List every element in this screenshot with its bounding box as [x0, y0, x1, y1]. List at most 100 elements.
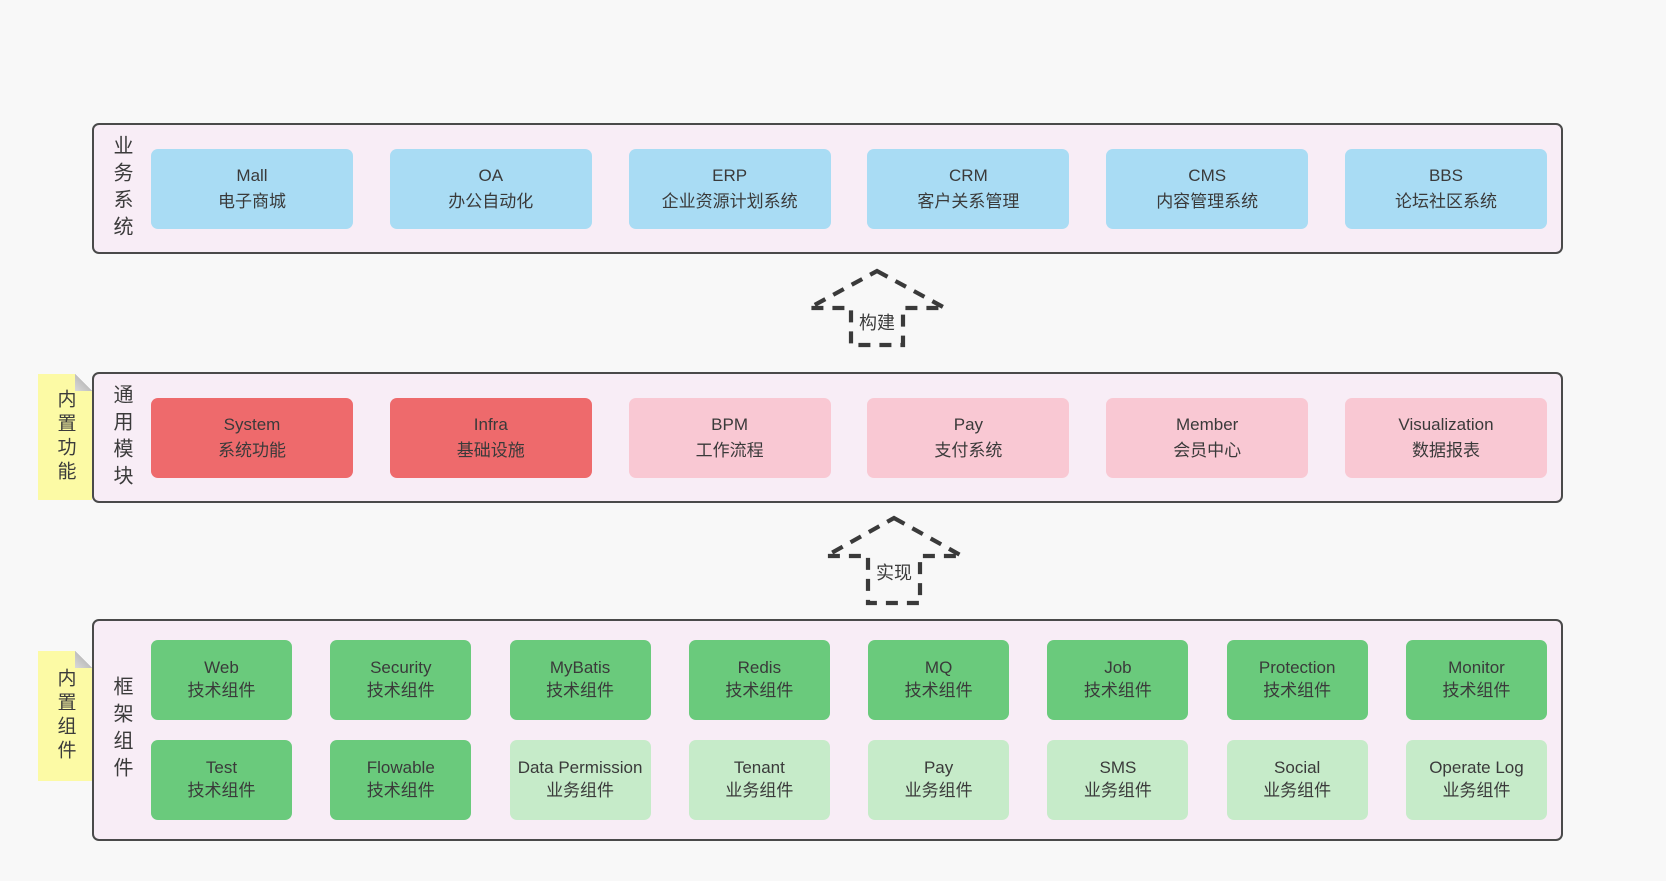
- layer-label: 业务系统: [110, 134, 132, 243]
- box-title: Pay: [923, 757, 954, 777]
- up-arrow-icon: [807, 268, 947, 348]
- box-title: Job: [1104, 658, 1132, 678]
- box-subtitle: 技术组件: [725, 681, 794, 701]
- box-title: MQ: [924, 658, 953, 678]
- box-subtitle: 业务组件: [1263, 780, 1332, 800]
- box-subtitle: 业务组件: [1442, 780, 1511, 800]
- box-title: Social: [1274, 757, 1321, 777]
- layer-common-modules: 通用模块 System 系统功能 Infra 基础设施 BPM 工作流程 Pay…: [92, 372, 1563, 503]
- box-subtitle: 基础设施: [456, 440, 525, 460]
- box-title: Infra: [473, 415, 508, 434]
- box-title: Mall: [236, 166, 268, 185]
- box-infra: Infra 基础设施: [389, 397, 592, 478]
- box-mq: MQ 技术组件: [868, 640, 1010, 721]
- box-title: System: [223, 415, 281, 434]
- layer-label: 框架组件: [110, 676, 132, 784]
- box-subtitle: 企业资源计划系统: [661, 191, 798, 211]
- box-subtitle: 业务组件: [546, 780, 615, 800]
- box-bbs: BBS 论坛社区系统: [1344, 148, 1547, 229]
- box-pay-component: Pay 业务组件: [868, 739, 1010, 820]
- box-title: OA: [478, 166, 504, 185]
- box-flowable: Flowable 技术组件: [330, 739, 472, 820]
- box-title: Protection: [1258, 658, 1336, 678]
- box-protection: Protection 技术组件: [1226, 640, 1368, 721]
- framework-box-rows: Web 技术组件 Security 技术组件 MyBatis 技术组件 Redi…: [151, 621, 1547, 839]
- box-title: MyBatis: [549, 658, 611, 678]
- box-title: Security: [370, 658, 432, 678]
- sticky-note-builtin-features: 内置功能: [38, 374, 92, 500]
- box-member: Member 会员中心: [1106, 397, 1309, 478]
- sticky-note-builtin-components: 内置组件: [38, 651, 92, 781]
- box-subtitle: 业务组件: [1083, 780, 1152, 800]
- layer-framework-components: 框架组件 Web 技术组件 Security 技术组件 MyBatis 技术组件…: [92, 619, 1563, 841]
- box-title: Pay: [953, 415, 984, 434]
- arrow-build: 构建: [806, 268, 948, 348]
- framework-row-1: Web 技术组件 Security 技术组件 MyBatis 技术组件 Redi…: [151, 640, 1547, 721]
- box-subtitle: 技术组件: [904, 681, 973, 701]
- box-subtitle: 技术组件: [366, 780, 435, 800]
- box-subtitle: 技术组件: [187, 681, 256, 701]
- box-subtitle: 技术组件: [1263, 681, 1332, 701]
- box-bpm: BPM 工作流程: [628, 397, 831, 478]
- layer-label: 通用模块: [110, 383, 132, 492]
- box-subtitle: 电子商城: [218, 191, 286, 211]
- box-subtitle: 系统功能: [218, 440, 286, 460]
- box-title: Flowable: [366, 757, 435, 777]
- box-social: Social 业务组件: [1226, 739, 1368, 820]
- box-cms: CMS 内容管理系统: [1106, 148, 1309, 229]
- box-title: Operate Log: [1429, 757, 1524, 777]
- box-subtitle: 技术组件: [1442, 681, 1511, 701]
- box-operate-log: Operate Log 业务组件: [1405, 739, 1547, 820]
- box-title: CRM: [949, 166, 988, 185]
- box-subtitle: 会员中心: [1173, 440, 1242, 460]
- box-title: Data Permission: [517, 757, 643, 777]
- box-title: BPM: [711, 415, 749, 434]
- box-subtitle: 业务组件: [904, 780, 973, 800]
- box-subtitle: 支付系统: [934, 440, 1003, 460]
- business-box-row: Mall 电子商城 OA 办公自动化 ERP 企业资源计划系统 CRM 客户关系…: [151, 125, 1547, 252]
- box-subtitle: 技术组件: [366, 681, 435, 701]
- box-web: Web 技术组件: [151, 640, 292, 721]
- box-subtitle: 技术组件: [1083, 681, 1152, 701]
- box-pay-system: Pay 支付系统: [867, 397, 1070, 478]
- box-title: CMS: [1188, 166, 1227, 185]
- box-title: Visualization: [1398, 415, 1494, 434]
- arrow-label: 实现: [873, 559, 915, 585]
- sticky-fold-corner: [75, 374, 92, 391]
- box-redis: Redis 技术组件: [688, 640, 830, 721]
- box-monitor: Monitor 技术组件: [1405, 640, 1547, 721]
- layer-business-systems: 业务系统 Mall 电子商城 OA 办公自动化 ERP 企业资源计划系统 CRM…: [92, 123, 1563, 254]
- box-tenant: Tenant 业务组件: [688, 739, 830, 820]
- module-box-row: System 系统功能 Infra 基础设施 BPM 工作流程 Pay 支付系统…: [151, 374, 1547, 501]
- box-visualization: Visualization 数据报表: [1344, 397, 1547, 478]
- box-subtitle: 内容管理系统: [1156, 191, 1259, 211]
- box-system: System 系统功能: [151, 397, 353, 478]
- box-subtitle: 论坛社区系统: [1394, 191, 1497, 211]
- box-job: Job 技术组件: [1047, 640, 1189, 721]
- arrow-label: 构建: [856, 309, 898, 335]
- box-title: Redis: [737, 658, 782, 678]
- box-subtitle: 技术组件: [187, 780, 256, 800]
- box-title: BBS: [1428, 166, 1463, 185]
- box-sms: SMS 业务组件: [1047, 739, 1189, 820]
- box-mall: Mall 电子商城: [151, 148, 353, 229]
- box-title: ERP: [712, 166, 748, 185]
- box-data-permission: Data Permission 业务组件: [509, 739, 651, 820]
- up-arrow-icon: [823, 515, 965, 606]
- box-subtitle: 业务组件: [725, 780, 794, 800]
- box-title: Monitor: [1448, 658, 1505, 678]
- sticky-fold-corner: [75, 651, 92, 668]
- arrow-implement: 实现: [823, 515, 965, 606]
- box-erp: ERP 企业资源计划系统: [628, 148, 831, 229]
- box-test: Test 技术组件: [151, 739, 292, 820]
- box-title: Tenant: [733, 757, 785, 777]
- box-mybatis: MyBatis 技术组件: [509, 640, 651, 721]
- box-subtitle: 数据报表: [1411, 440, 1480, 460]
- box-title: SMS: [1099, 757, 1137, 777]
- sticky-note-label: 内置功能: [54, 389, 76, 485]
- box-title: Test: [205, 757, 238, 777]
- box-subtitle: 技术组件: [546, 681, 615, 701]
- sticky-note-label: 内置组件: [54, 668, 76, 764]
- framework-row-2: Test 技术组件 Flowable 技术组件 Data Permission …: [151, 739, 1547, 820]
